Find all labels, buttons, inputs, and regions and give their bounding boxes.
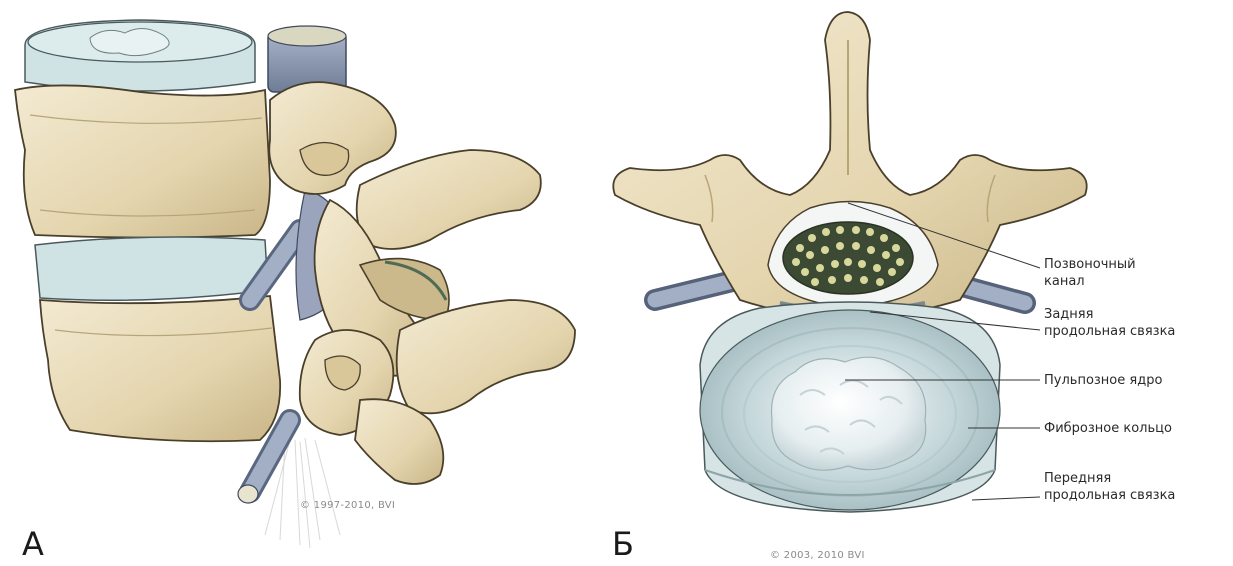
label-anterior-ligament: Передняя продольная связка — [1044, 470, 1175, 504]
nucleus-pulposus — [771, 357, 925, 470]
label-annulus-fibrosus: Фиброзное кольцо — [1044, 420, 1172, 437]
label-anterior-ligament-line2: продольная связка — [1044, 487, 1175, 504]
middle-disc — [35, 237, 268, 300]
label-posterior-ligament-line1: Задняя — [1044, 306, 1175, 323]
label-posterior-ligament-line2: продольная связка — [1044, 323, 1175, 340]
lower-vertebral-body — [40, 296, 280, 441]
label-annulus-fibrosus-line1: Фиброзное кольцо — [1044, 420, 1172, 437]
upper-vertebral-body — [15, 85, 270, 237]
label-anterior-ligament-line1: Передняя — [1044, 470, 1175, 487]
label-nucleus-pulposus: Пульпозное ядро — [1044, 372, 1162, 389]
label-spinal-canal: Позвоночный канал — [1044, 256, 1136, 290]
upper-disc-nucleus-outline — [90, 28, 169, 55]
lateral-view-panel — [15, 20, 575, 548]
panel-b-letter: Б — [612, 528, 634, 560]
upper-transverse-process — [357, 150, 541, 249]
label-posterior-ligament: Задняя продольная связка — [1044, 306, 1175, 340]
label-nucleus-pulposus-line1: Пульпозное ядро — [1044, 372, 1162, 389]
label-spinal-canal-line2: канал — [1044, 273, 1136, 290]
panel-b-copyright: © 2003, 2010 BVI — [770, 550, 865, 561]
panel-a-letter: А — [22, 528, 44, 560]
label-spinal-canal-line1: Позвоночный — [1044, 256, 1136, 273]
panel-a-copyright: © 1997-2010, BVI — [300, 500, 395, 511]
axial-view-panel — [613, 12, 1086, 512]
